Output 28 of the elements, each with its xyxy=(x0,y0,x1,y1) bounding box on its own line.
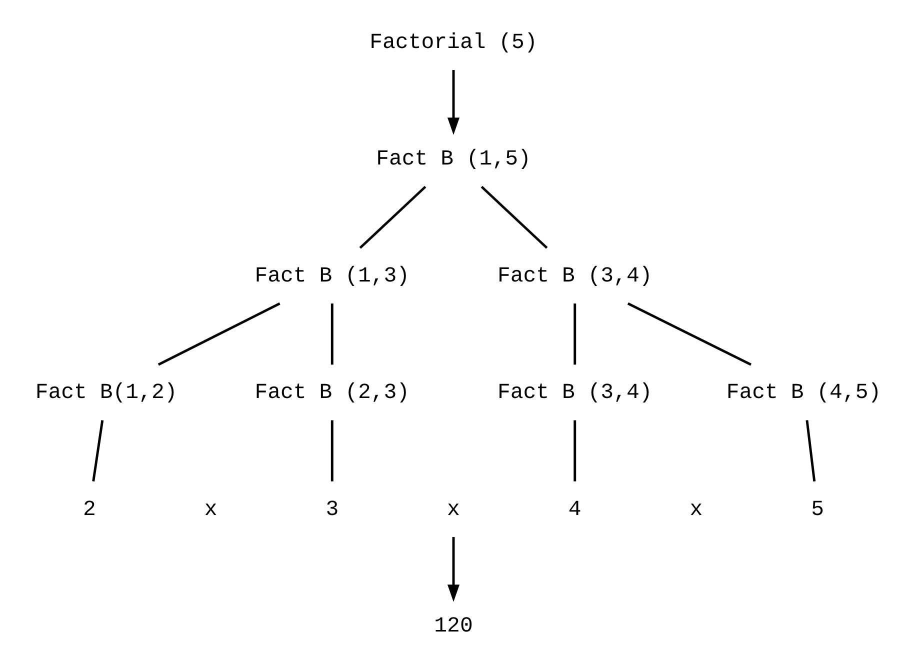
node-text: Fact B(1,2) xyxy=(34,381,177,406)
connector xyxy=(805,420,816,482)
connector xyxy=(358,186,426,249)
node-text: 4 xyxy=(568,498,581,522)
connector xyxy=(330,304,333,365)
node-text: 2 xyxy=(82,498,96,522)
connector xyxy=(157,302,280,366)
node-text: 5 xyxy=(810,498,824,522)
node-text: Fact B (3,4) xyxy=(496,264,652,288)
node-text: Fact B (1,5) xyxy=(376,148,530,172)
connector xyxy=(92,420,104,482)
connector xyxy=(330,420,333,482)
connector xyxy=(626,302,751,366)
arrow xyxy=(446,70,460,135)
connector xyxy=(573,304,576,365)
arrow xyxy=(446,537,460,602)
connector xyxy=(573,420,576,482)
node-text: Factorial (5) xyxy=(369,30,537,55)
node-text: Fact B (4,5) xyxy=(726,381,881,406)
node-text: Fact B (2,3) xyxy=(254,381,410,406)
node-text: x xyxy=(446,498,460,522)
node-text: Fact B (3,4) xyxy=(496,381,652,406)
label: x xyxy=(689,498,702,522)
node-text: 120 xyxy=(434,614,472,639)
node-text: 3 xyxy=(325,498,338,522)
connector xyxy=(480,186,548,249)
node-text: Fact B (1,3) xyxy=(254,264,410,288)
label: x xyxy=(204,498,217,522)
